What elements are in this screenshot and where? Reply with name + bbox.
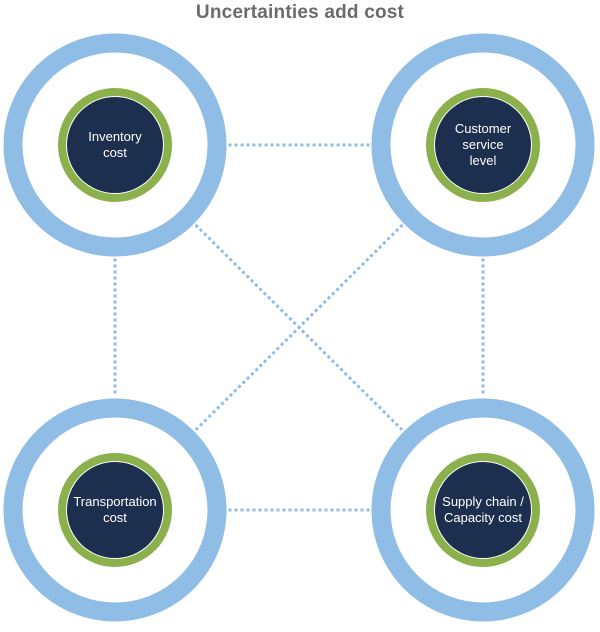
inner-circle [67,97,163,193]
node-inventory [3,33,227,257]
diagram-title: Uncertainties add cost [195,2,405,23]
node-label-customer-service: Customer service level [454,121,512,168]
connector-customer-service-transportation [194,223,404,432]
node-label-inventory: Inventory cost [88,129,142,160]
node-customer-service [371,33,595,257]
node-label-supply-chain: Supply chain / Capacity cost [442,494,524,525]
node-supply-chain [371,398,595,622]
inner-circle [67,462,163,558]
inner-circle [435,97,531,193]
connector-layer [113,143,485,512]
node-transportation [3,398,227,622]
node-label-transportation: Transportation cost [73,494,157,525]
inner-circle [435,462,531,558]
